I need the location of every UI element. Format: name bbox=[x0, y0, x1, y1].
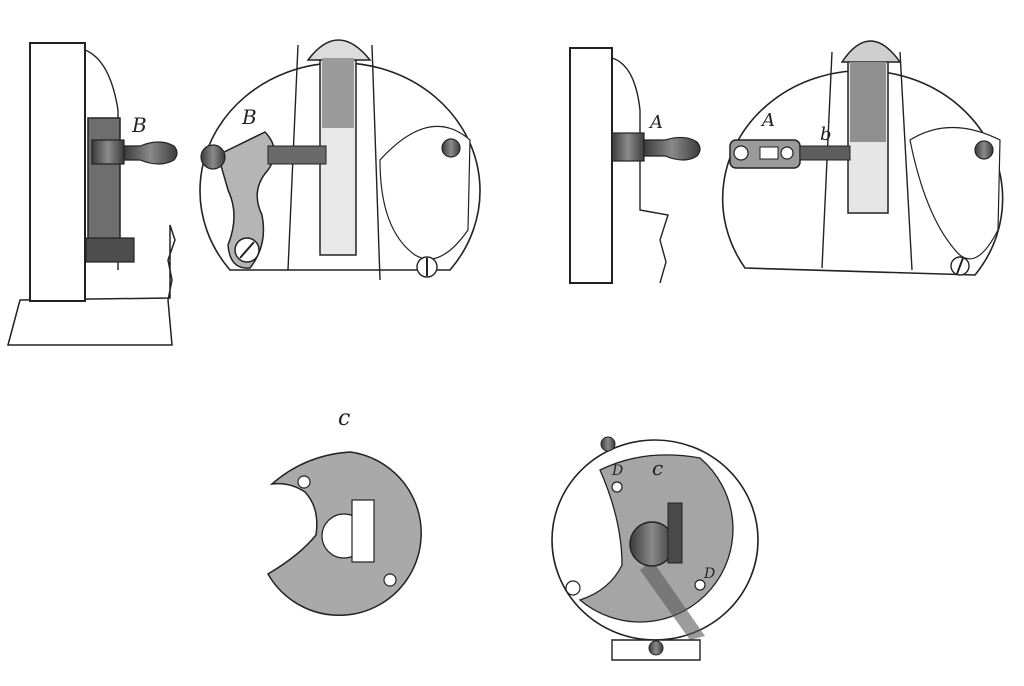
cam-plate-outline bbox=[379, 125, 471, 260]
figure-6-assembly: D c D bbox=[551, 436, 759, 661]
handle-b-knob bbox=[123, 141, 178, 165]
needle-bar-top bbox=[306, 39, 372, 61]
clamp-a-screw-right bbox=[780, 146, 794, 160]
bracket-arm-2 bbox=[611, 132, 645, 162]
ring-screw-top bbox=[600, 436, 616, 452]
label-b-fig4: b bbox=[820, 124, 832, 145]
housing-screw-lower-slot-2 bbox=[956, 257, 964, 275]
upright-block bbox=[29, 42, 86, 302]
label-c-fig5: c bbox=[338, 406, 350, 431]
label-d-lower: D bbox=[703, 566, 715, 582]
upright-curve bbox=[84, 49, 119, 270]
figure-1-side-view: B bbox=[7, 42, 178, 346]
plate-shadow-wedge bbox=[640, 560, 705, 640]
ring-lug-screw bbox=[648, 640, 664, 656]
label-a-fig3: A bbox=[648, 112, 663, 133]
label-b-fig1: B bbox=[131, 113, 147, 137]
plate-c-hole-lower bbox=[383, 573, 397, 587]
latch-screw-slot bbox=[239, 241, 255, 259]
upright-block-2 bbox=[569, 47, 613, 284]
housing-screw-upper bbox=[441, 138, 461, 158]
housing-screw-upper-2 bbox=[974, 140, 994, 160]
ring-screw-left bbox=[565, 580, 581, 596]
upright-curve-2 bbox=[611, 57, 669, 284]
base-board bbox=[7, 224, 176, 346]
cam-plate-outline-2 bbox=[909, 126, 1001, 260]
figure-2-front-view: B bbox=[199, 39, 481, 281]
needle-bar-top-2 bbox=[840, 40, 902, 63]
latch-pivot-knob bbox=[200, 144, 226, 170]
clamp-a-screw-left bbox=[733, 145, 749, 161]
center-boss bbox=[629, 521, 675, 567]
lower-bracket bbox=[85, 237, 135, 263]
latch-pin bbox=[267, 145, 327, 165]
pin-b bbox=[799, 145, 851, 161]
label-b-fig2: B bbox=[241, 105, 257, 129]
label-d-upper: D bbox=[611, 463, 623, 479]
clamp-collar bbox=[91, 139, 125, 165]
label-a-fig4: A bbox=[760, 110, 775, 131]
label-c-fig6: c bbox=[652, 456, 663, 480]
needle-bar-shade bbox=[322, 58, 354, 128]
hole-d-lower bbox=[694, 579, 706, 591]
figure-3-side-view: A bbox=[569, 47, 701, 284]
plate-c-hole-upper bbox=[297, 475, 311, 489]
center-key bbox=[667, 502, 683, 564]
figure-4-front-view: A b bbox=[721, 40, 1004, 276]
needle-bar-shade-2 bbox=[850, 62, 886, 142]
handle-a-knob bbox=[643, 136, 701, 161]
clamp-a-slot bbox=[759, 146, 779, 160]
figure-5-plate: c bbox=[266, 406, 422, 616]
hole-d-upper bbox=[611, 481, 623, 493]
plate-c-slot bbox=[351, 499, 375, 563]
